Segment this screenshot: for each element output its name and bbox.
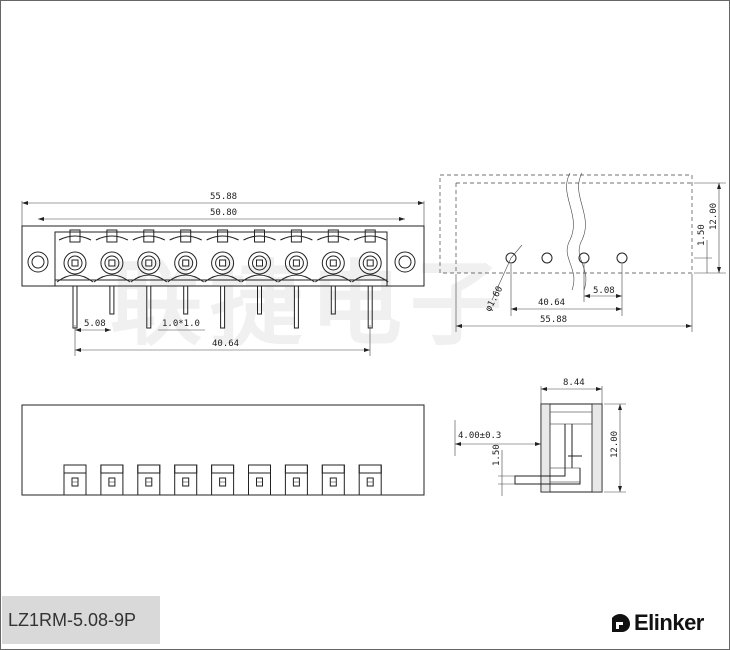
top-terminal [174,464,198,496]
part-number-label: LZ1RM-5.08-9P [2,596,160,644]
front-dim-body: 50.80 [210,208,237,218]
front-pin [293,285,299,329]
pcb-dim-offset: 1.50 [697,224,707,246]
side-dim-height: 12.00 [610,431,620,458]
top-terminal [137,464,161,496]
pcb-dim-pitch: 5.08 [593,286,615,296]
pcb-dim-hole: φ1.60 [484,285,506,314]
front-pin [220,285,226,329]
brand-logo: Elinker [610,608,704,638]
front-view: 55.88 50.80 5.08 1.0*1.0 40.64 [21,192,425,356]
front-pin [257,285,262,315]
front-terminal [351,229,389,283]
pcb-hole [541,252,553,264]
front-terminal [93,229,131,283]
top-view [21,404,425,496]
pcb-layout: 12.00 1.50 φ1.60 5.08 40.64 55.88 [439,172,726,332]
front-terminal [278,229,315,283]
top-terminal [248,464,271,496]
pcb-hole [505,252,517,264]
front-dim-pin: 1.0*1.0 [162,319,200,329]
front-dim-pitch: 5.08 [84,319,106,329]
side-dim-offset: 1.50 [492,444,502,466]
front-dim-overall: 55.88 [210,192,237,202]
brand-mark-icon [612,614,630,632]
front-pin [109,285,115,315]
front-terminal [241,229,278,283]
front-terminal [204,229,241,283]
front-terminal [130,229,168,283]
side-view: 8.44 12.00 4.00±0.3 1.50 [454,378,626,496]
side-dim-width: 8.44 [563,378,585,388]
front-pin [72,285,78,329]
front-pin [367,285,373,329]
top-terminal [100,464,124,496]
top-terminal [358,464,382,496]
front-pin [146,285,152,329]
pcb-dim-span: 40.64 [538,298,565,308]
pcb-dim-height: 12.00 [709,203,719,230]
front-terminal [56,229,94,283]
top-terminal [321,464,345,496]
front-dim-span: 40.64 [212,339,239,349]
brand-name: Elinker [634,610,704,635]
top-terminal [63,464,87,496]
pcb-hole [578,252,590,264]
front-pin [183,285,189,315]
top-terminal [284,464,308,496]
pcb-hole [616,252,628,264]
pcb-dim-overall: 55.88 [540,315,567,325]
front-terminal [314,229,352,283]
top-terminal [211,464,235,496]
front-terminal [167,229,205,283]
front-pin [330,285,336,315]
side-dim-pin-len: 4.00±0.3 [458,431,501,441]
